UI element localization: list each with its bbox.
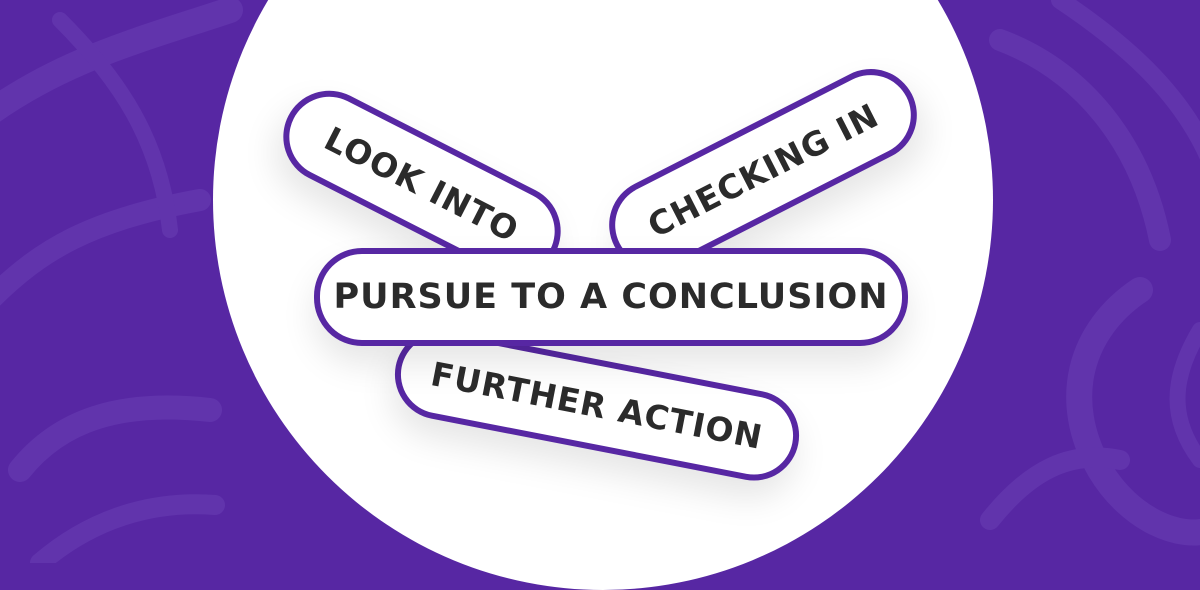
pill-pursue-label: PURSUE TO A CONCLUSION	[333, 277, 889, 317]
background-swirls	[0, 0, 1200, 563]
pill-pursue-to-a-conclusion: PURSUE TO A CONCLUSION	[314, 248, 908, 346]
